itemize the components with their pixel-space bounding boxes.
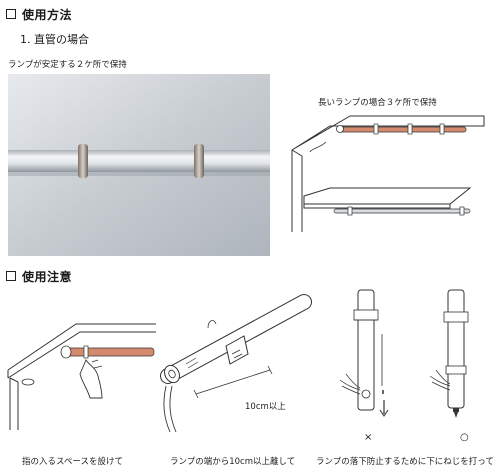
photo-lamp-two-clips: [8, 74, 270, 256]
clip-left: [78, 144, 88, 178]
diagram-cabinet-three-clips: [291, 115, 485, 232]
caption-10cm-distance: ランプの端から10cm以上離して: [170, 457, 296, 467]
caption-long-lamp: 長いランプの場合３ケ所で保持: [318, 98, 437, 108]
square-outline-icon: [6, 9, 16, 19]
section-title-caution: 使用注意: [6, 268, 72, 285]
diagram-right-screw-below: [429, 289, 469, 418]
clip-2: [407, 123, 413, 135]
caption-photo: ランプが安定する２ケ所で保持: [8, 60, 127, 70]
dimension-label-10cm: 10cm以上: [245, 402, 286, 412]
diagram-finger-space: [7, 323, 156, 430]
diagram-10cm-distance: [160, 294, 312, 433]
hand-icon: [79, 359, 103, 399]
clip-right: [194, 144, 204, 178]
caption-screw-below: ランプの落下防止するために下にねじを打って: [316, 457, 494, 467]
lamp-clip: [225, 335, 249, 365]
mark-wrong: ×: [364, 432, 373, 443]
subsection-title-straight-tube: 1. 直管の場合: [20, 33, 89, 46]
lamp-tube: [160, 294, 312, 384]
caption-finger-space: 指の入るスペースを設けて: [22, 457, 123, 467]
section-title-usage: 使用方法: [6, 6, 72, 23]
square-outline-icon: [6, 271, 16, 281]
screw-icon: [453, 408, 459, 418]
clip-1: [373, 123, 379, 135]
diagram-wrong-no-screw: [339, 289, 389, 417]
clip-3: [439, 123, 445, 135]
mark-right: ○: [460, 432, 469, 443]
